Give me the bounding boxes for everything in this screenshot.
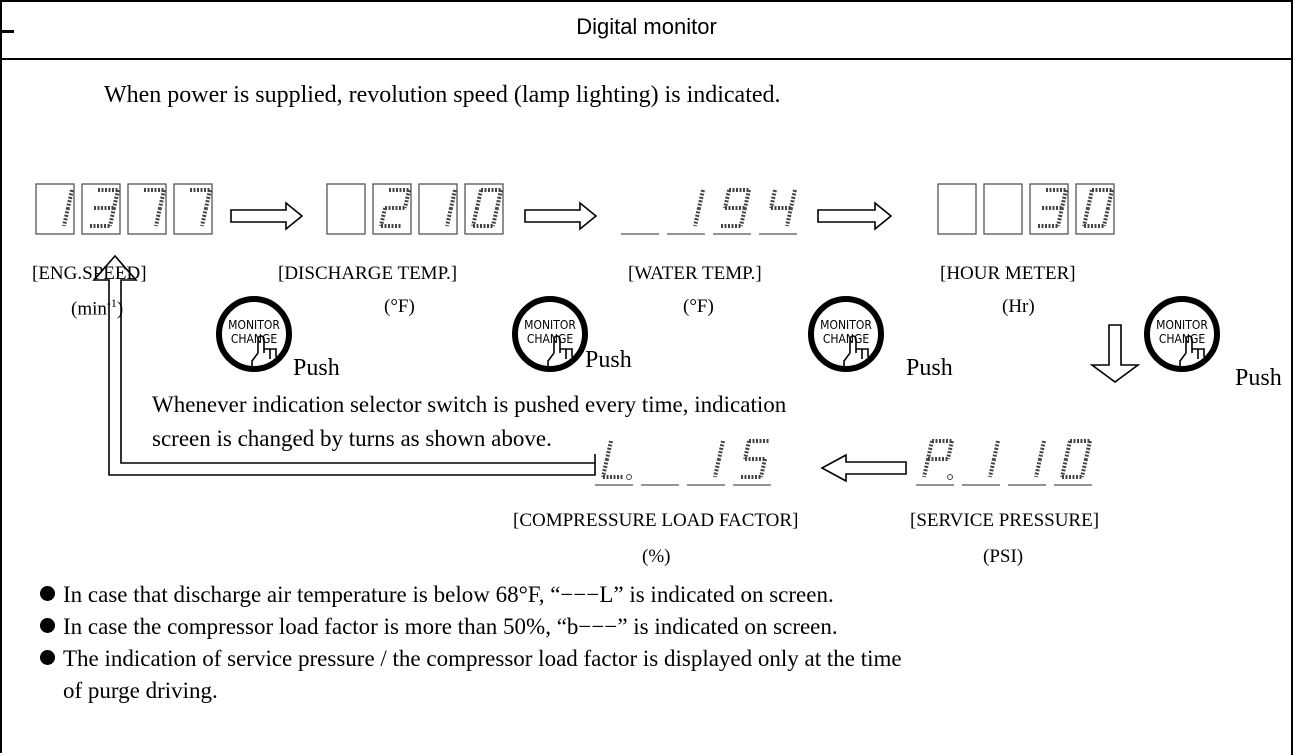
bullet-3-continuation: of purge driving. [63, 678, 218, 703]
page-title: Digital monitor [576, 14, 717, 39]
display-digit [1008, 440, 1046, 486]
display-digit [418, 183, 458, 235]
bullet-3: The indication of service pressure / the… [40, 644, 902, 674]
arrow-right-1 [230, 201, 304, 231]
display-digit [1075, 183, 1115, 235]
bullet-1: In case that discharge air temperature i… [40, 580, 834, 610]
label-service-pressure: [SERVICE PRESSURE] [910, 510, 1100, 531]
arrow-return [92, 254, 596, 476]
unit-load-factor: (%) [642, 546, 671, 567]
intro-text: When power is supplied, revolution speed… [104, 82, 781, 108]
display-discharge-temp [326, 183, 504, 235]
unit-eng-speed: (min-1) [71, 296, 124, 320]
display-digit [127, 183, 167, 235]
display-digit [687, 440, 725, 486]
svg-text:MONITOR: MONITOR [524, 318, 576, 332]
display-digit [595, 440, 633, 486]
display-digit [464, 183, 504, 235]
svg-text:MONITOR: MONITOR [1156, 318, 1208, 332]
svg-text:CHANGE: CHANGE [231, 332, 277, 346]
display-digit [81, 183, 121, 235]
display-digit [962, 440, 1000, 486]
display-digit [1029, 183, 1069, 235]
bullet-icon [40, 650, 55, 665]
display-digit [713, 188, 751, 235]
panel-frame-right-edge [1291, 0, 1293, 755]
push-label-1: Push [293, 355, 340, 381]
display-digit [733, 439, 771, 486]
note-line-1: Whenever indication selector switch is p… [152, 392, 787, 417]
corner-tick [0, 30, 14, 33]
arrow-right-3 [817, 201, 893, 231]
display-digit [35, 183, 75, 235]
display-digit [667, 189, 705, 235]
arrow-left [820, 453, 907, 483]
display-load-factor [595, 439, 771, 486]
title-bar [0, 0, 1293, 60]
svg-text:MONITOR: MONITOR [228, 318, 280, 332]
label-discharge-temp: [DISCHARGE TEMP.] [278, 263, 458, 284]
push-label-3: Push [906, 355, 953, 381]
display-digit [983, 183, 1023, 235]
display-eng-speed [35, 183, 213, 235]
arrow-down [1089, 324, 1141, 383]
label-water-temp: [WATER TEMP.] [628, 263, 762, 284]
label-load-factor: [COMPRESSURE LOAD FACTOR] [513, 510, 799, 531]
bullet-icon [40, 586, 55, 601]
display-water-temp [621, 188, 797, 235]
display-digit [916, 439, 954, 486]
svg-text:CHANGE: CHANGE [823, 332, 869, 346]
monitor-change-button-3: MONITOR CHANGE [808, 296, 884, 372]
label-hour-meter: [HOUR METER] [940, 263, 1076, 284]
display-digit [1054, 439, 1092, 486]
label-eng-speed: [ENG.SPEED] [32, 263, 147, 284]
display-hour-meter [937, 183, 1115, 235]
monitor-change-button-1: MONITOR CHANGE [216, 296, 292, 372]
svg-text:CHANGE: CHANGE [527, 332, 573, 346]
monitor-change-button-4: MONITOR CHANGE [1144, 296, 1220, 372]
display-digit [326, 183, 366, 235]
note-line-2: screen is changed by turns as shown abov… [152, 426, 552, 451]
displays-layer [35, 183, 1115, 486]
svg-text:MONITOR: MONITOR [820, 318, 872, 332]
display-digit [937, 183, 977, 235]
display-digit [372, 183, 412, 235]
push-label-2: Push [585, 347, 632, 373]
bullet-2: In case the compressor load factor is mo… [40, 612, 838, 642]
unit-water-temp: (°F) [683, 296, 714, 317]
push-label-4: Push [1235, 365, 1282, 391]
arrow-right-2 [524, 201, 598, 231]
monitor-change-button-2: MONITOR CHANGE [512, 296, 588, 372]
svg-text:CHANGE: CHANGE [1159, 332, 1205, 346]
unit-discharge-temp: (°F) [384, 296, 415, 317]
unit-service-pressure: (PSI) [983, 546, 1024, 567]
display-service-pressure [916, 439, 1092, 486]
unit-hour-meter: (Hr) [1002, 296, 1035, 317]
display-digit [173, 183, 213, 235]
display-digit [759, 189, 797, 235]
bullet-icon [40, 618, 55, 633]
